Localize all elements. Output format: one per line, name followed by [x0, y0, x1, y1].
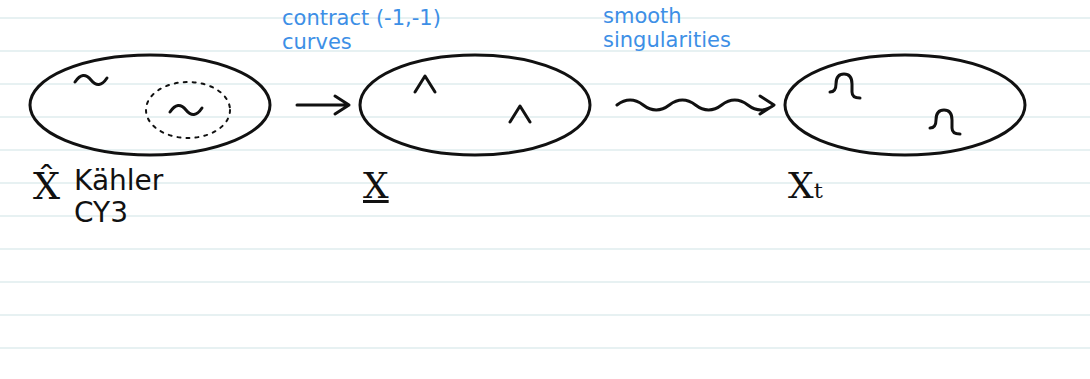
- smoothed-point: [930, 110, 960, 134]
- arrow-label: contract (-1,-1) curves: [282, 6, 452, 54]
- arrow-label: smooth singularities: [603, 4, 768, 52]
- manifold-blob: [785, 55, 1025, 155]
- space-name: X: [363, 165, 389, 206]
- space-note: Kähler CY3: [74, 165, 194, 229]
- manifold-blob: [30, 55, 270, 155]
- squiggle: [75, 75, 107, 84]
- manifold-node: X: [355, 50, 611, 206]
- squiggle: [170, 105, 202, 114]
- manifold-blob: [360, 55, 590, 155]
- squiggle-arrow: [617, 96, 774, 114]
- dotted-neighbourhood: [146, 82, 230, 138]
- smoothed-point: [830, 74, 860, 98]
- map-arrow: [297, 96, 349, 114]
- manifold-node: Xₜ: [780, 50, 1046, 206]
- manifold-node: X̂ Kähler CY3: [25, 50, 291, 229]
- conifold-point: [415, 76, 435, 92]
- space-name: X̂: [33, 165, 60, 209]
- conifold-point: [510, 106, 530, 122]
- ruled-lines: [0, 18, 1090, 348]
- space-name: Xₜ: [788, 165, 823, 206]
